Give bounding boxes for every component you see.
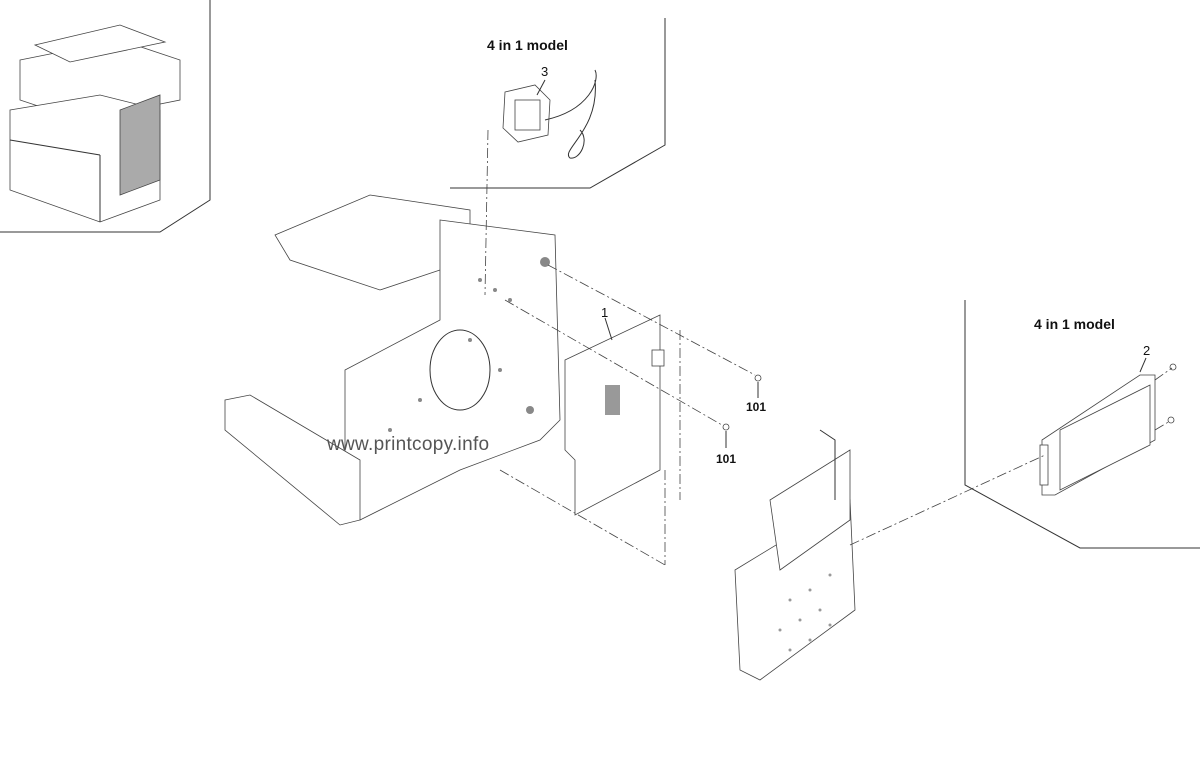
model-label-right: 4 in 1 model [1034, 316, 1115, 332]
main-frame-assembly [224, 194, 561, 526]
part-3-fan [502, 69, 597, 159]
shield-chassis [734, 429, 856, 681]
top-option-frame [450, 18, 666, 189]
part-2-option-board [1039, 374, 1156, 496]
screw-101-b [722, 423, 730, 431]
callout-part-2: 2 [1143, 343, 1151, 358]
callout-part-3: 3 [541, 64, 549, 79]
printer-overview-inset [0, 0, 211, 233]
callout-screw-101-a: 101 [746, 400, 767, 414]
callout-screw-101-b: 101 [716, 452, 737, 466]
right-option-frame [964, 300, 1200, 549]
callout-part-1: 1 [601, 305, 609, 320]
model-label-top: 4 in 1 model [487, 37, 568, 53]
part-1-control-board [564, 314, 665, 516]
watermark: www.printcopy.info [327, 434, 490, 455]
screw-101-a [754, 374, 762, 382]
